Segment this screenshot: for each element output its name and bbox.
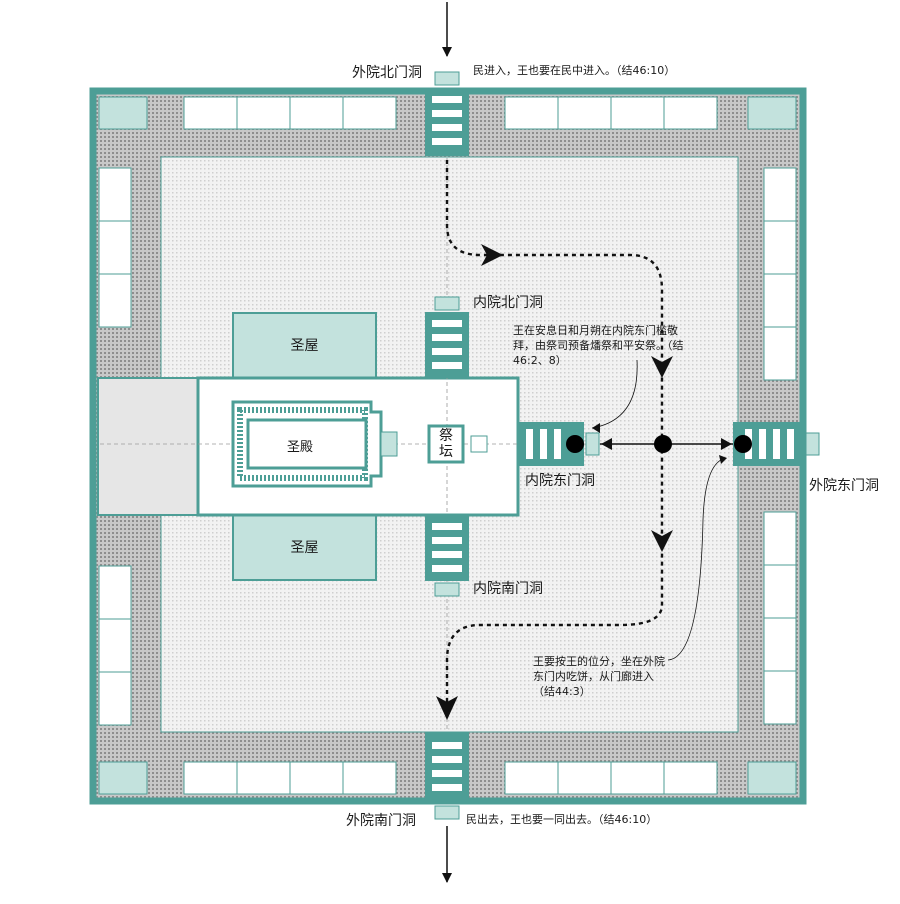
outer-south-gate — [425, 732, 469, 820]
temple-label: 圣殿 — [286, 440, 313, 455]
chamber-col-west-bottom — [98, 565, 132, 726]
inner-north-gate-label: 内院北门洞 — [473, 295, 543, 311]
corner-room-se — [747, 761, 797, 795]
king-seat-leader-head — [719, 455, 727, 464]
chamber-row-north-right — [504, 96, 718, 130]
king-seat-leader — [667, 457, 727, 661]
inner-threshold-dot — [566, 435, 584, 453]
chamber-row-north-left — [183, 96, 397, 130]
east-link-arrow-left — [601, 438, 612, 450]
altar-steps — [470, 435, 488, 453]
procession-arrow-down1 — [651, 356, 673, 378]
inner-south-gate-label: 内院南门洞 — [473, 581, 543, 597]
procession-path — [445, 160, 664, 708]
king-seat-note: 王要按王的位分，坐在外院东门内吃饼，从门廊进入（结44:3） — [533, 655, 665, 698]
chamber-col-west-top — [98, 167, 132, 328]
sabbath-note: 王在安息日和月朔在内院东门槛敬拜，由祭司预备燔祭和平安祭。（结46:2、8） — [513, 324, 684, 367]
inner-east-gate-label: 内院东门洞 — [525, 473, 595, 489]
chamber-col-east-bottom — [763, 511, 797, 725]
chamber-row-south-right — [504, 761, 718, 795]
chamber-col-east-top — [763, 167, 797, 381]
south-exit-note: 民出去，王也要一同出去。（结46:10） — [466, 813, 658, 826]
sabbath-leader-head — [592, 423, 600, 433]
holy-house-bottom-label: 圣屋 — [290, 540, 319, 556]
outer-east-gate-label: 外院东门洞 — [809, 478, 879, 494]
sabbath-leader — [591, 359, 638, 429]
altar — [427, 424, 465, 464]
north-entry-note: 民进入，王也要在民中进入。（结46:10） — [473, 64, 676, 77]
east-link-arrow-right — [721, 438, 732, 450]
center-dot — [654, 435, 672, 453]
procession-arrow-down2 — [651, 530, 673, 552]
corner-room-sw — [98, 761, 148, 795]
procession-arrow-east — [481, 244, 503, 266]
holy-house-top-label: 圣屋 — [290, 338, 319, 354]
chamber-row-south-left — [183, 761, 397, 795]
outer-north-gate — [425, 71, 469, 156]
altar-label-1: 祭 — [439, 428, 453, 444]
outer-gate-dot — [734, 435, 752, 453]
inner-north-gate — [425, 296, 469, 378]
altar-label-2: 坛 — [439, 444, 453, 460]
west-gray-area — [97, 377, 199, 516]
outer-north-gate-label: 外院北门洞 — [352, 65, 422, 81]
inner-south-gate — [425, 515, 469, 597]
outer-south-gate-label: 外院南门洞 — [346, 813, 416, 829]
corner-room-ne — [747, 96, 797, 130]
procession-arrow-south — [436, 696, 458, 720]
corner-room-nw — [98, 96, 148, 130]
temple-building — [231, 400, 398, 488]
